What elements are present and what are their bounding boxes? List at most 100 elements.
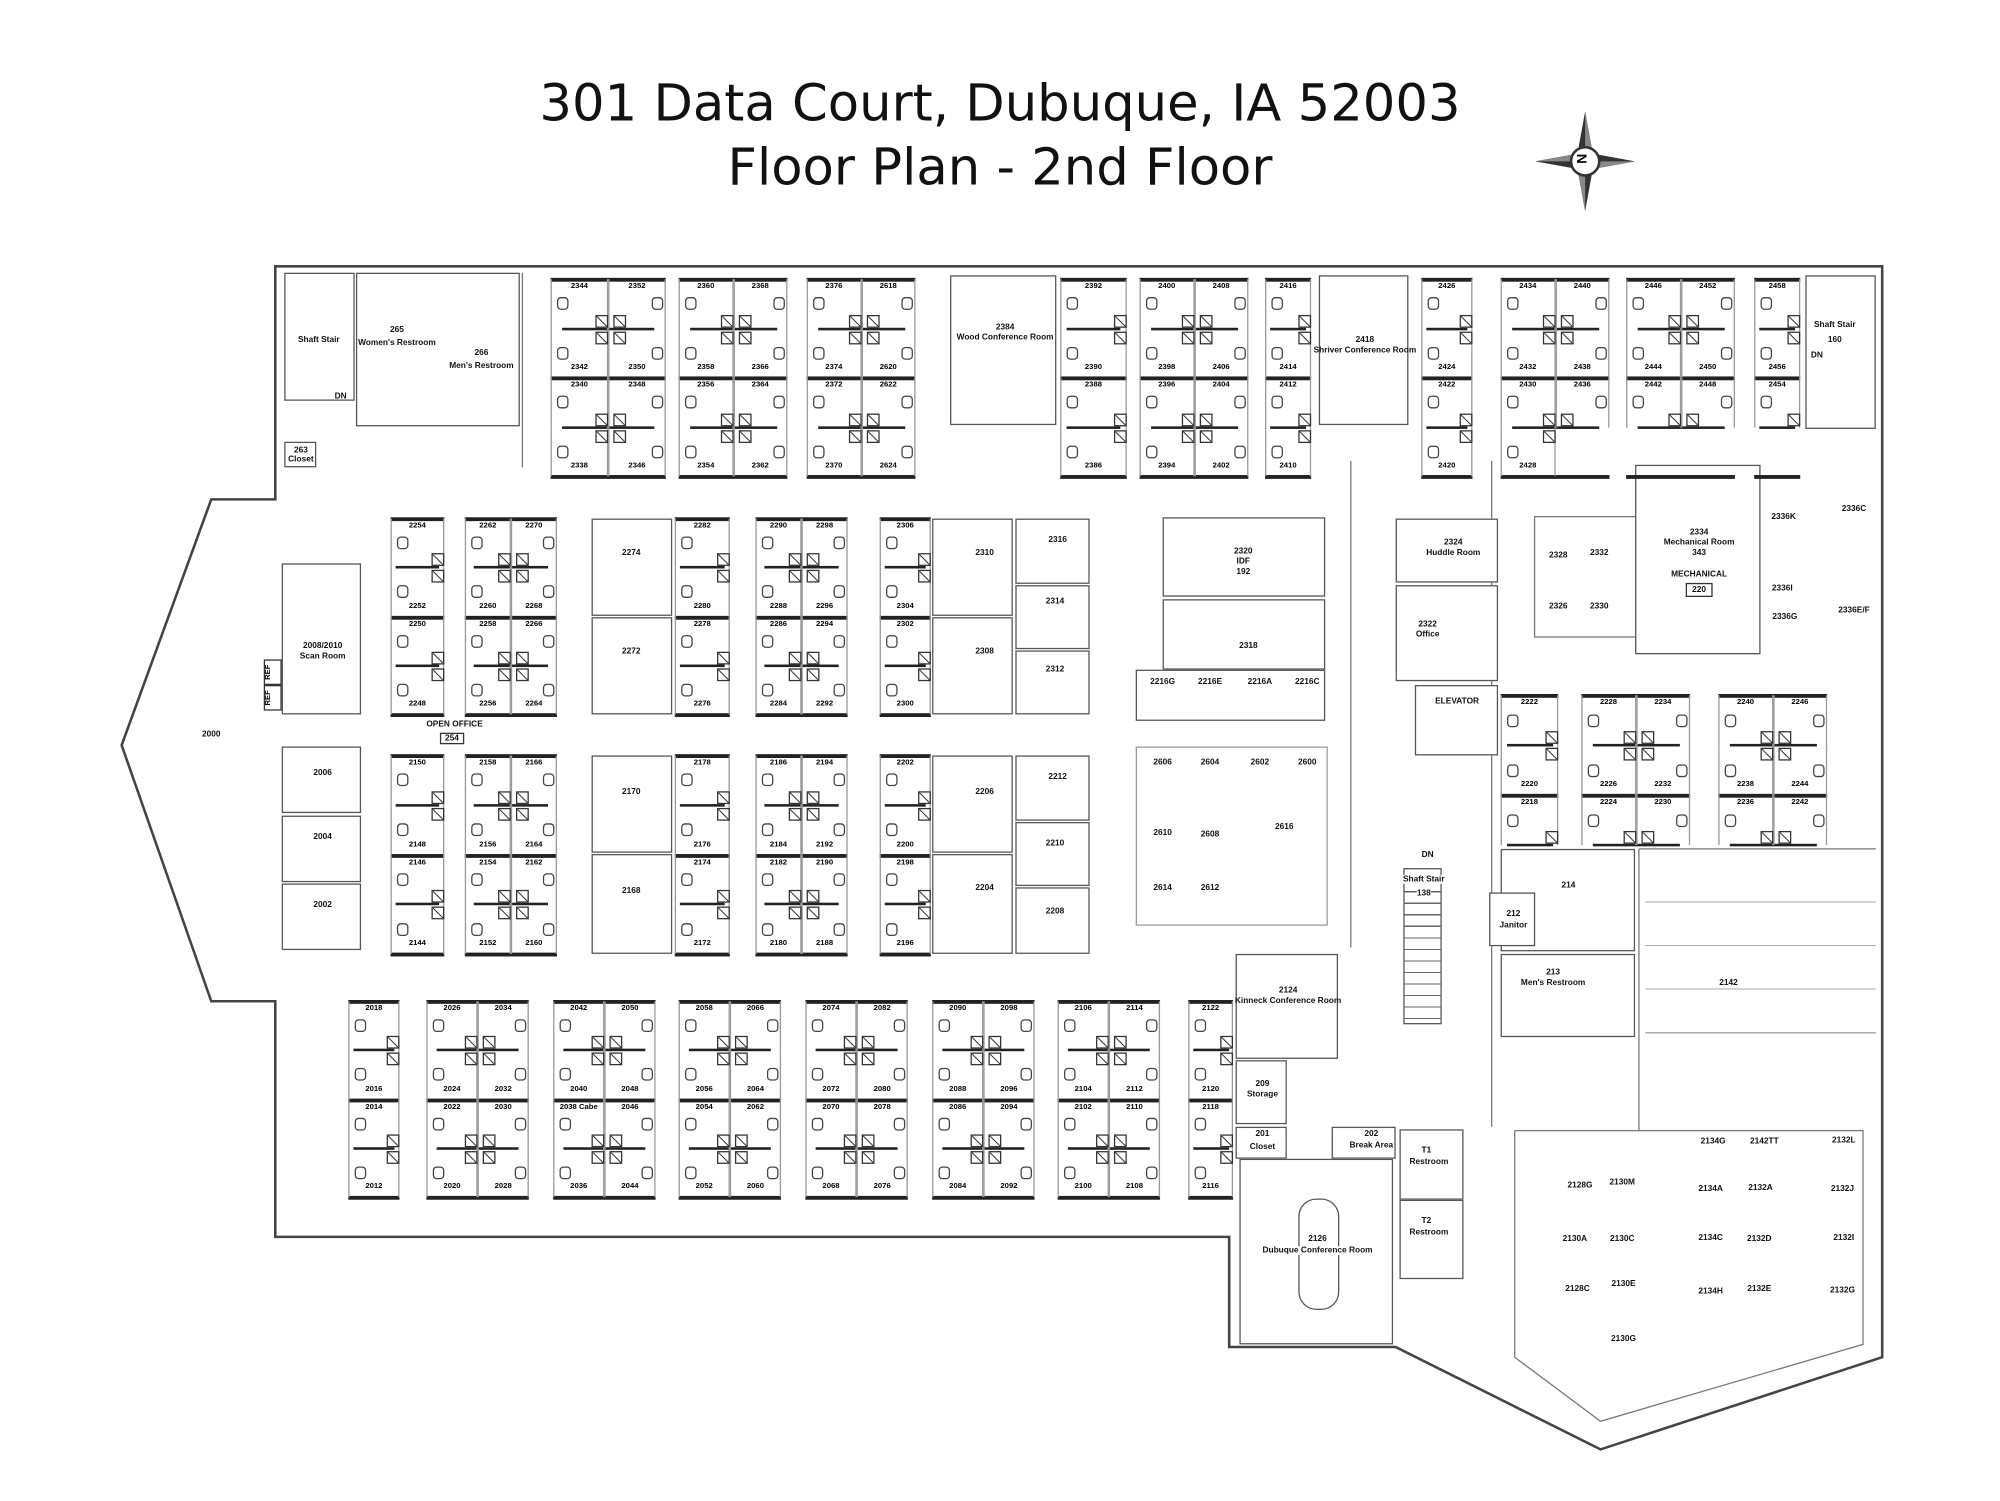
- cubicle[interactable]: 2158: [464, 755, 511, 806]
- cubicle[interactable]: 2030: [477, 1099, 529, 1149]
- cubicle[interactable]: 2120: [1188, 1050, 1234, 1100]
- cubicle[interactable]: 2038 Cabe: [553, 1099, 605, 1149]
- cubicle[interactable]: 2436: [1555, 377, 1610, 428]
- cubicle[interactable]: 2390: [1060, 328, 1127, 378]
- cubicle[interactable]: 2388: [1060, 377, 1127, 428]
- cubicle[interactable]: 2018: [348, 1001, 400, 1051]
- cubicle[interactable]: 2352: [608, 279, 666, 329]
- cubicle[interactable]: 2034: [477, 1001, 529, 1051]
- cubicle[interactable]: 2162: [510, 854, 557, 905]
- cubicle[interactable]: 2412: [1265, 377, 1312, 428]
- cubicle[interactable]: 2154: [464, 854, 511, 905]
- cubicle[interactable]: 2284: [755, 665, 802, 715]
- cubicle[interactable]: 2152: [464, 904, 511, 954]
- cubicle[interactable]: 2420: [1421, 427, 1473, 477]
- cubicle[interactable]: 2372: [806, 377, 862, 428]
- cubicle[interactable]: 2160: [510, 904, 557, 954]
- cubicle[interactable]: 2356: [678, 377, 734, 428]
- cubicle[interactable]: 2416: [1265, 279, 1312, 329]
- cubicle[interactable]: 2060: [729, 1148, 782, 1198]
- cubicle[interactable]: 2386: [1060, 427, 1127, 477]
- cubicle[interactable]: 2368: [733, 279, 788, 329]
- cubicle[interactable]: 2240: [1718, 695, 1773, 746]
- cubicle[interactable]: 2096: [983, 1050, 1035, 1100]
- cubicle[interactable]: 2358: [678, 328, 734, 378]
- cubicle[interactable]: 2408: [1193, 279, 1249, 329]
- cubicle[interactable]: 2016: [348, 1050, 400, 1100]
- cubicle[interactable]: 2364: [733, 377, 788, 428]
- cubicle[interactable]: 2118: [1188, 1099, 1234, 1149]
- cubicle[interactable]: 2070: [805, 1099, 857, 1149]
- cubicle[interactable]: 2440: [1555, 279, 1610, 329]
- cubicle[interactable]: 2434: [1500, 279, 1556, 329]
- cubicle[interactable]: 2066: [729, 1001, 782, 1051]
- cubicle[interactable]: 2450: [1680, 328, 1735, 378]
- cubicle[interactable]: 2452: [1680, 279, 1735, 329]
- cubicle[interactable]: 2260: [464, 567, 511, 617]
- kinneck-conference-room[interactable]: 2124 Kinneck Conference Room: [1235, 953, 1341, 1059]
- cubicle[interactable]: 2448: [1680, 377, 1735, 428]
- cubicle[interactable]: 2342: [550, 328, 609, 378]
- cubicle[interactable]: 2050: [604, 1001, 656, 1051]
- cubicle[interactable]: 2268: [510, 567, 557, 617]
- cubicle[interactable]: 2426: [1421, 279, 1473, 329]
- cubicle[interactable]: 2102: [1057, 1099, 1109, 1149]
- cubicle[interactable]: 2282: [674, 518, 730, 568]
- cubicle[interactable]: 2258: [464, 616, 511, 666]
- cubicle[interactable]: 2036: [553, 1148, 605, 1198]
- cubicle[interactable]: 2618: [861, 279, 916, 329]
- cubicle[interactable]: 2082: [856, 1001, 908, 1051]
- cubicle[interactable]: 2218: [1500, 795, 1559, 846]
- cubicle[interactable]: 2058: [678, 1001, 730, 1051]
- cubicle[interactable]: 2624: [861, 427, 916, 477]
- cubicle[interactable]: 2360: [678, 279, 734, 329]
- huddle-room[interactable]: 2324 Huddle Room: [1395, 518, 1499, 583]
- cubicle[interactable]: 2456: [1754, 328, 1801, 378]
- cubicle[interactable]: 2338: [550, 427, 609, 477]
- cubicle[interactable]: 2100: [1057, 1148, 1109, 1198]
- cubicle[interactable]: 2238: [1718, 745, 1773, 796]
- cubicle[interactable]: 2122: [1188, 1001, 1234, 1051]
- cubicle[interactable]: 2116: [1188, 1148, 1234, 1198]
- cubicle[interactable]: 2044: [604, 1148, 656, 1198]
- cubicle[interactable]: 2454: [1754, 377, 1801, 428]
- cubicle[interactable]: 2076: [856, 1148, 908, 1198]
- cubicle[interactable]: 2104: [1057, 1050, 1109, 1100]
- cubicle[interactable]: 2184: [755, 805, 802, 855]
- cubicle[interactable]: 2042: [553, 1001, 605, 1051]
- cubicle[interactable]: 2370: [806, 427, 862, 477]
- cubicle[interactable]: 2014: [348, 1099, 400, 1149]
- cubicle[interactable]: 2458: [1754, 279, 1801, 329]
- cubicle[interactable]: 2174: [674, 854, 730, 905]
- cubicle[interactable]: 2256: [464, 665, 511, 715]
- cubicle[interactable]: 2052: [678, 1148, 730, 1198]
- cubicle[interactable]: 2190: [801, 854, 848, 905]
- cubicle[interactable]: 2054: [678, 1099, 730, 1149]
- cubicle[interactable]: 2228: [1581, 695, 1636, 746]
- cubicle[interactable]: 2246: [1772, 695, 1828, 746]
- cubicle[interactable]: 2194: [801, 755, 848, 806]
- cubicle[interactable]: 2048: [604, 1050, 656, 1100]
- cubicle[interactable]: 2024: [426, 1050, 478, 1100]
- cubicle[interactable]: 2278: [674, 616, 730, 666]
- cubicle[interactable]: 2150: [390, 755, 445, 806]
- cubicle[interactable]: 2112: [1108, 1050, 1161, 1100]
- cubicle[interactable]: 2040: [553, 1050, 605, 1100]
- cubicle[interactable]: 2398: [1139, 328, 1194, 378]
- cubicle[interactable]: 2276: [674, 665, 730, 715]
- cubicle[interactable]: 2444: [1626, 328, 1681, 378]
- cubicle[interactable]: 2056: [678, 1050, 730, 1100]
- cubicle[interactable]: 2114: [1108, 1001, 1161, 1051]
- cubicle[interactable]: 2622: [861, 377, 916, 428]
- cubicle[interactable]: 2062: [729, 1099, 782, 1149]
- cubicle[interactable]: 2098: [983, 1001, 1035, 1051]
- cubicle[interactable]: 2110: [1108, 1099, 1161, 1149]
- cubicle[interactable]: 2072: [805, 1050, 857, 1100]
- cubicle[interactable]: 2222: [1500, 695, 1559, 746]
- cubicle[interactable]: 2294: [801, 616, 848, 666]
- cubicle[interactable]: 2196: [879, 904, 931, 954]
- cubicle[interactable]: 2392: [1060, 279, 1127, 329]
- cubicle[interactable]: 2292: [801, 665, 848, 715]
- cubicle[interactable]: 2108: [1108, 1148, 1161, 1198]
- cubicle[interactable]: 2012: [348, 1148, 400, 1198]
